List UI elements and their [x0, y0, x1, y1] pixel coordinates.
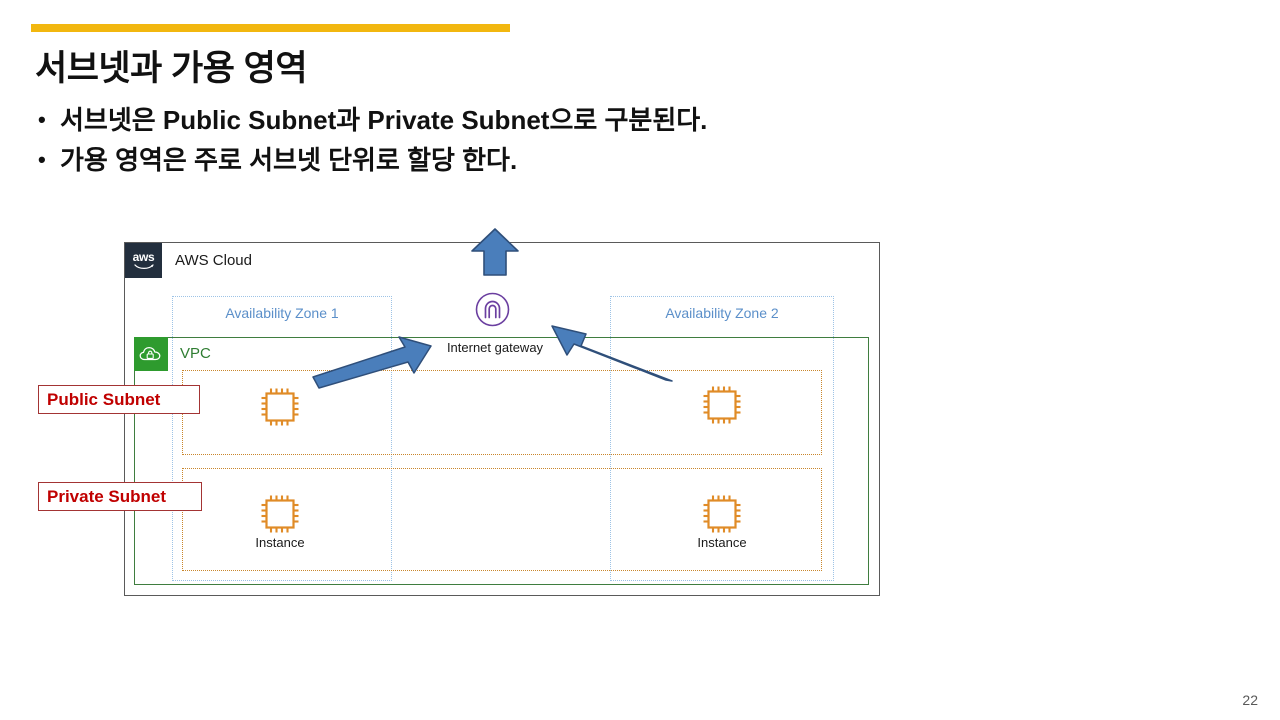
bullet-marker: •	[38, 107, 46, 132]
az1-to-gateway-arrow	[312, 336, 432, 389]
availability-zone-1-label: Availability Zone 1	[225, 305, 339, 321]
page-title: 서브넷과 가용 영역	[35, 49, 308, 88]
internet-uplink-arrow	[471, 228, 519, 276]
bullet-marker: •	[38, 147, 46, 172]
instance-icon	[703, 386, 741, 424]
title-accent-bar	[31, 24, 510, 32]
cloud-lock-icon	[139, 346, 161, 361]
list-item: • 서브넷은 Public Subnet과 Private Subnet으로 구…	[38, 100, 1138, 140]
private-subnet-boundary	[182, 468, 822, 571]
bullet-text: 가용 영역은 주로 서브넷 단위로 할당 한다.	[60, 145, 518, 175]
instance-label: Instance	[697, 535, 747, 550]
instance-icon	[261, 495, 299, 533]
instance-label: Instance	[255, 535, 305, 550]
instance-icon	[261, 388, 299, 426]
availability-zone-2-boundary	[610, 296, 834, 581]
availability-zone-2-label: Availability Zone 2	[665, 305, 779, 321]
vpc-label: VPC	[180, 345, 211, 362]
instance-icon	[703, 495, 741, 533]
aws-logo-icon: aws	[125, 243, 162, 278]
bullet-text: 서브넷은 Public Subnet과 Private Subnet으로 구분된…	[60, 105, 708, 135]
public-subnet-tag: Public Subnet	[38, 385, 200, 414]
az2-to-gateway-arrow	[551, 325, 673, 382]
availability-zone-1-boundary	[172, 296, 392, 581]
vpc-icon	[134, 337, 168, 371]
aws-smile-icon	[133, 264, 154, 270]
private-subnet-tag: Private Subnet	[38, 482, 202, 511]
internet-gateway-label: Internet gateway	[446, 340, 544, 355]
aws-cloud-label: AWS Cloud	[175, 252, 252, 269]
page-number: 22	[1242, 692, 1258, 708]
internet-gateway-icon	[475, 292, 510, 327]
bullet-list: • 서브넷은 Public Subnet과 Private Subnet으로 구…	[38, 100, 1138, 180]
list-item: • 가용 영역은 주로 서브넷 단위로 할당 한다.	[38, 140, 1138, 180]
aws-logo-text: aws	[132, 250, 155, 264]
vpc-boundary	[134, 337, 869, 585]
